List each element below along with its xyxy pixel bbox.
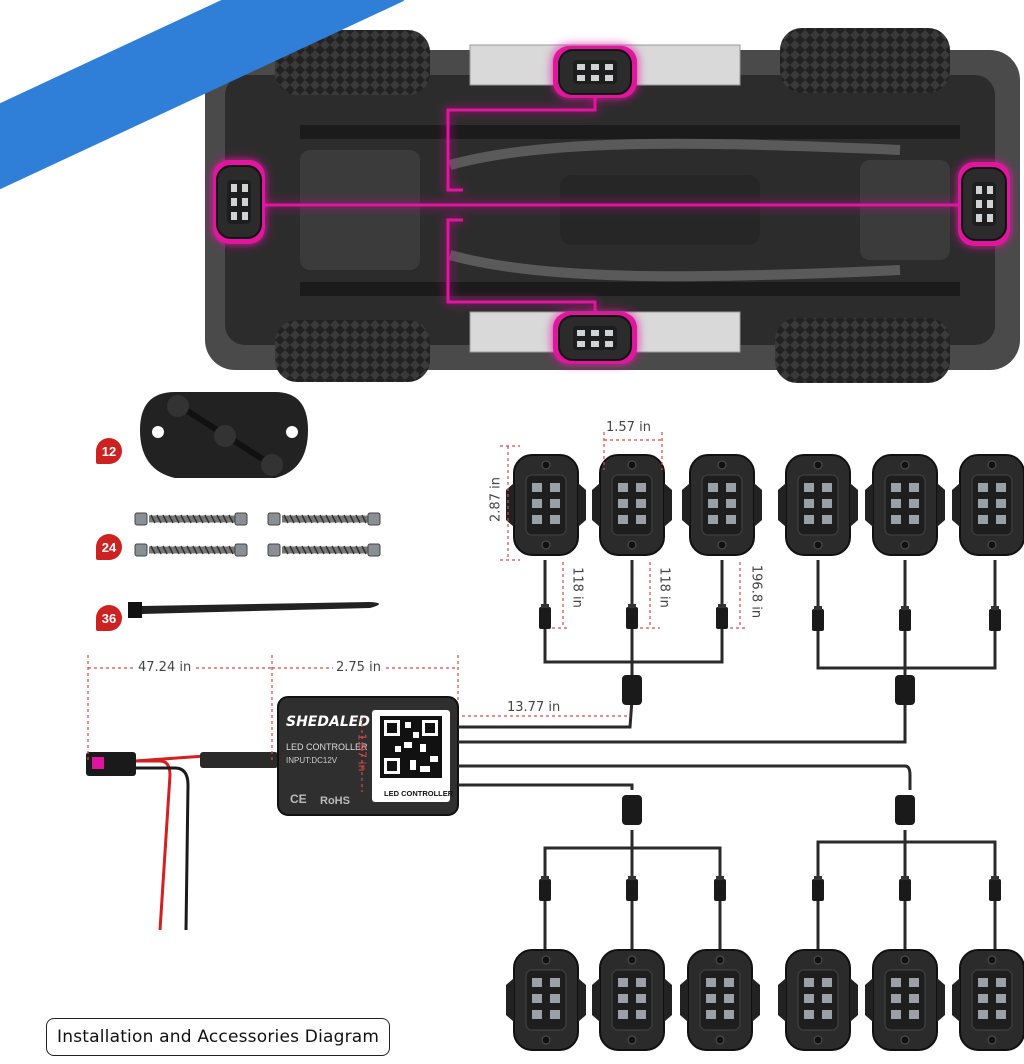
power-lead [86, 752, 278, 931]
qr-code-icon [380, 716, 442, 778]
led-controller: SHEDALED LED CONTROLLER INPUT:DC12V LED … [277, 696, 459, 816]
ce-mark: CE [290, 792, 307, 806]
car-pod-rear [961, 167, 1007, 241]
qr-label: LED CONTROLLER [384, 789, 454, 798]
pod-height: 2.87 in [488, 477, 504, 522]
rohs-mark: RoHS [320, 795, 350, 807]
pod-lead-b: 118 in [656, 567, 672, 608]
mount-plate-icon [140, 392, 308, 478]
car-chassis-image [205, 28, 1020, 383]
splitter-lead-length: 13.77 in [507, 700, 561, 715]
rock-light-pod-icon [505, 454, 1024, 1051]
cable-tie-icon [128, 602, 379, 618]
power-lead-length: 47.24 in [135, 660, 195, 675]
pod-lead-a: 118 in [569, 567, 585, 608]
controller-line1: LED CONTROLLER [286, 742, 368, 752]
controller-brand: SHEDALED [286, 714, 370, 730]
inline-connectors [539, 604, 1001, 901]
car-pod-top [558, 49, 632, 95]
splitters [622, 675, 915, 825]
screw-icon [135, 513, 380, 556]
mount-plate-qty-badge: 12 [96, 438, 122, 464]
controller-width: 2.75 in [333, 660, 384, 675]
controller-line2: INPUT:DC12V [286, 756, 338, 765]
cable-tie-qty-badge: 36 [96, 605, 122, 631]
power-plug-icon [86, 752, 136, 776]
car-pod-bottom [558, 315, 632, 361]
pod-lead-c: 196.8 in [748, 564, 764, 619]
controller-height: 1.97 in [355, 733, 369, 772]
diagram-caption: Installation and Accessories Diagram [46, 1018, 391, 1056]
screw-qty-badge: 24 [96, 534, 122, 560]
pod-width: 1.57 in [606, 420, 651, 435]
car-pod-front [216, 165, 262, 239]
